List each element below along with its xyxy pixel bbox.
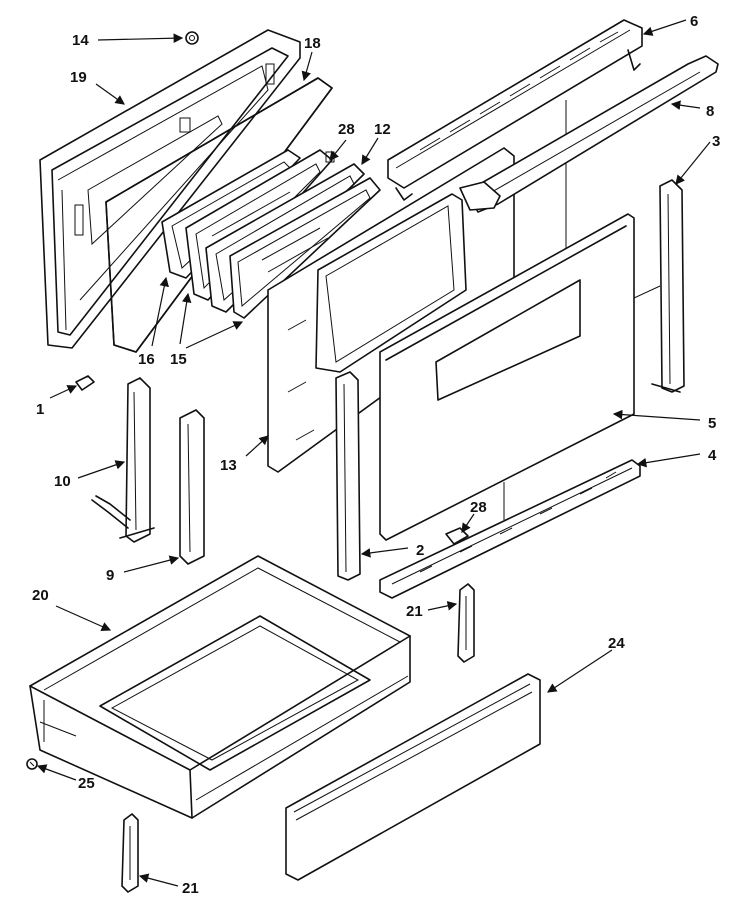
leader-lines — [36, 19, 711, 887]
callout-2: 2 — [416, 542, 424, 559]
drawer-front — [285, 673, 541, 881]
callout-5: 5 — [708, 415, 716, 432]
callout-12: 12 — [374, 121, 391, 138]
left-panel-post — [335, 371, 361, 581]
callout-9: 9 — [106, 567, 114, 584]
callout-24: 24 — [608, 635, 625, 652]
callout-19: 19 — [70, 69, 87, 86]
filler-strip — [179, 409, 205, 565]
drawer-slide-upper — [457, 583, 475, 663]
callout-3: 3 — [712, 133, 720, 150]
callout-8: 8 — [706, 103, 714, 120]
callout-15: 15 — [170, 351, 187, 368]
callout-4: 4 — [708, 447, 717, 464]
callout-28-upper: 28 — [338, 121, 355, 138]
small-clip — [75, 375, 95, 391]
drawer-screw — [26, 758, 38, 770]
drawer-body — [29, 555, 411, 819]
callout-18: 18 — [304, 35, 321, 52]
drawer-slide-lower — [121, 813, 139, 893]
front-panel — [379, 213, 661, 541]
callout-21-lower: 21 — [182, 880, 199, 897]
callout-25: 25 — [78, 775, 95, 792]
callout-21-upper: 21 — [406, 603, 423, 620]
callout-1: 1 — [36, 401, 44, 418]
outer-door-frame — [39, 29, 301, 349]
callout-numbers: 14 19 18 28 12 16 15 1 10 13 9 6 8 3 5 4… — [32, 13, 720, 897]
callout-28-lower: 28 — [470, 499, 487, 516]
callout-13: 13 — [220, 457, 237, 474]
callout-14: 14 — [72, 32, 89, 49]
callout-6: 6 — [690, 13, 698, 30]
door-glass-pack — [161, 149, 381, 319]
door-bumper — [185, 31, 199, 45]
callout-16: 16 — [138, 351, 155, 368]
right-side-trim — [651, 179, 685, 393]
bottom-rail — [379, 459, 641, 599]
door-handle — [459, 55, 719, 213]
callout-20: 20 — [32, 587, 49, 604]
callout-10: 10 — [54, 473, 71, 490]
left-support-bracket — [91, 377, 155, 543]
